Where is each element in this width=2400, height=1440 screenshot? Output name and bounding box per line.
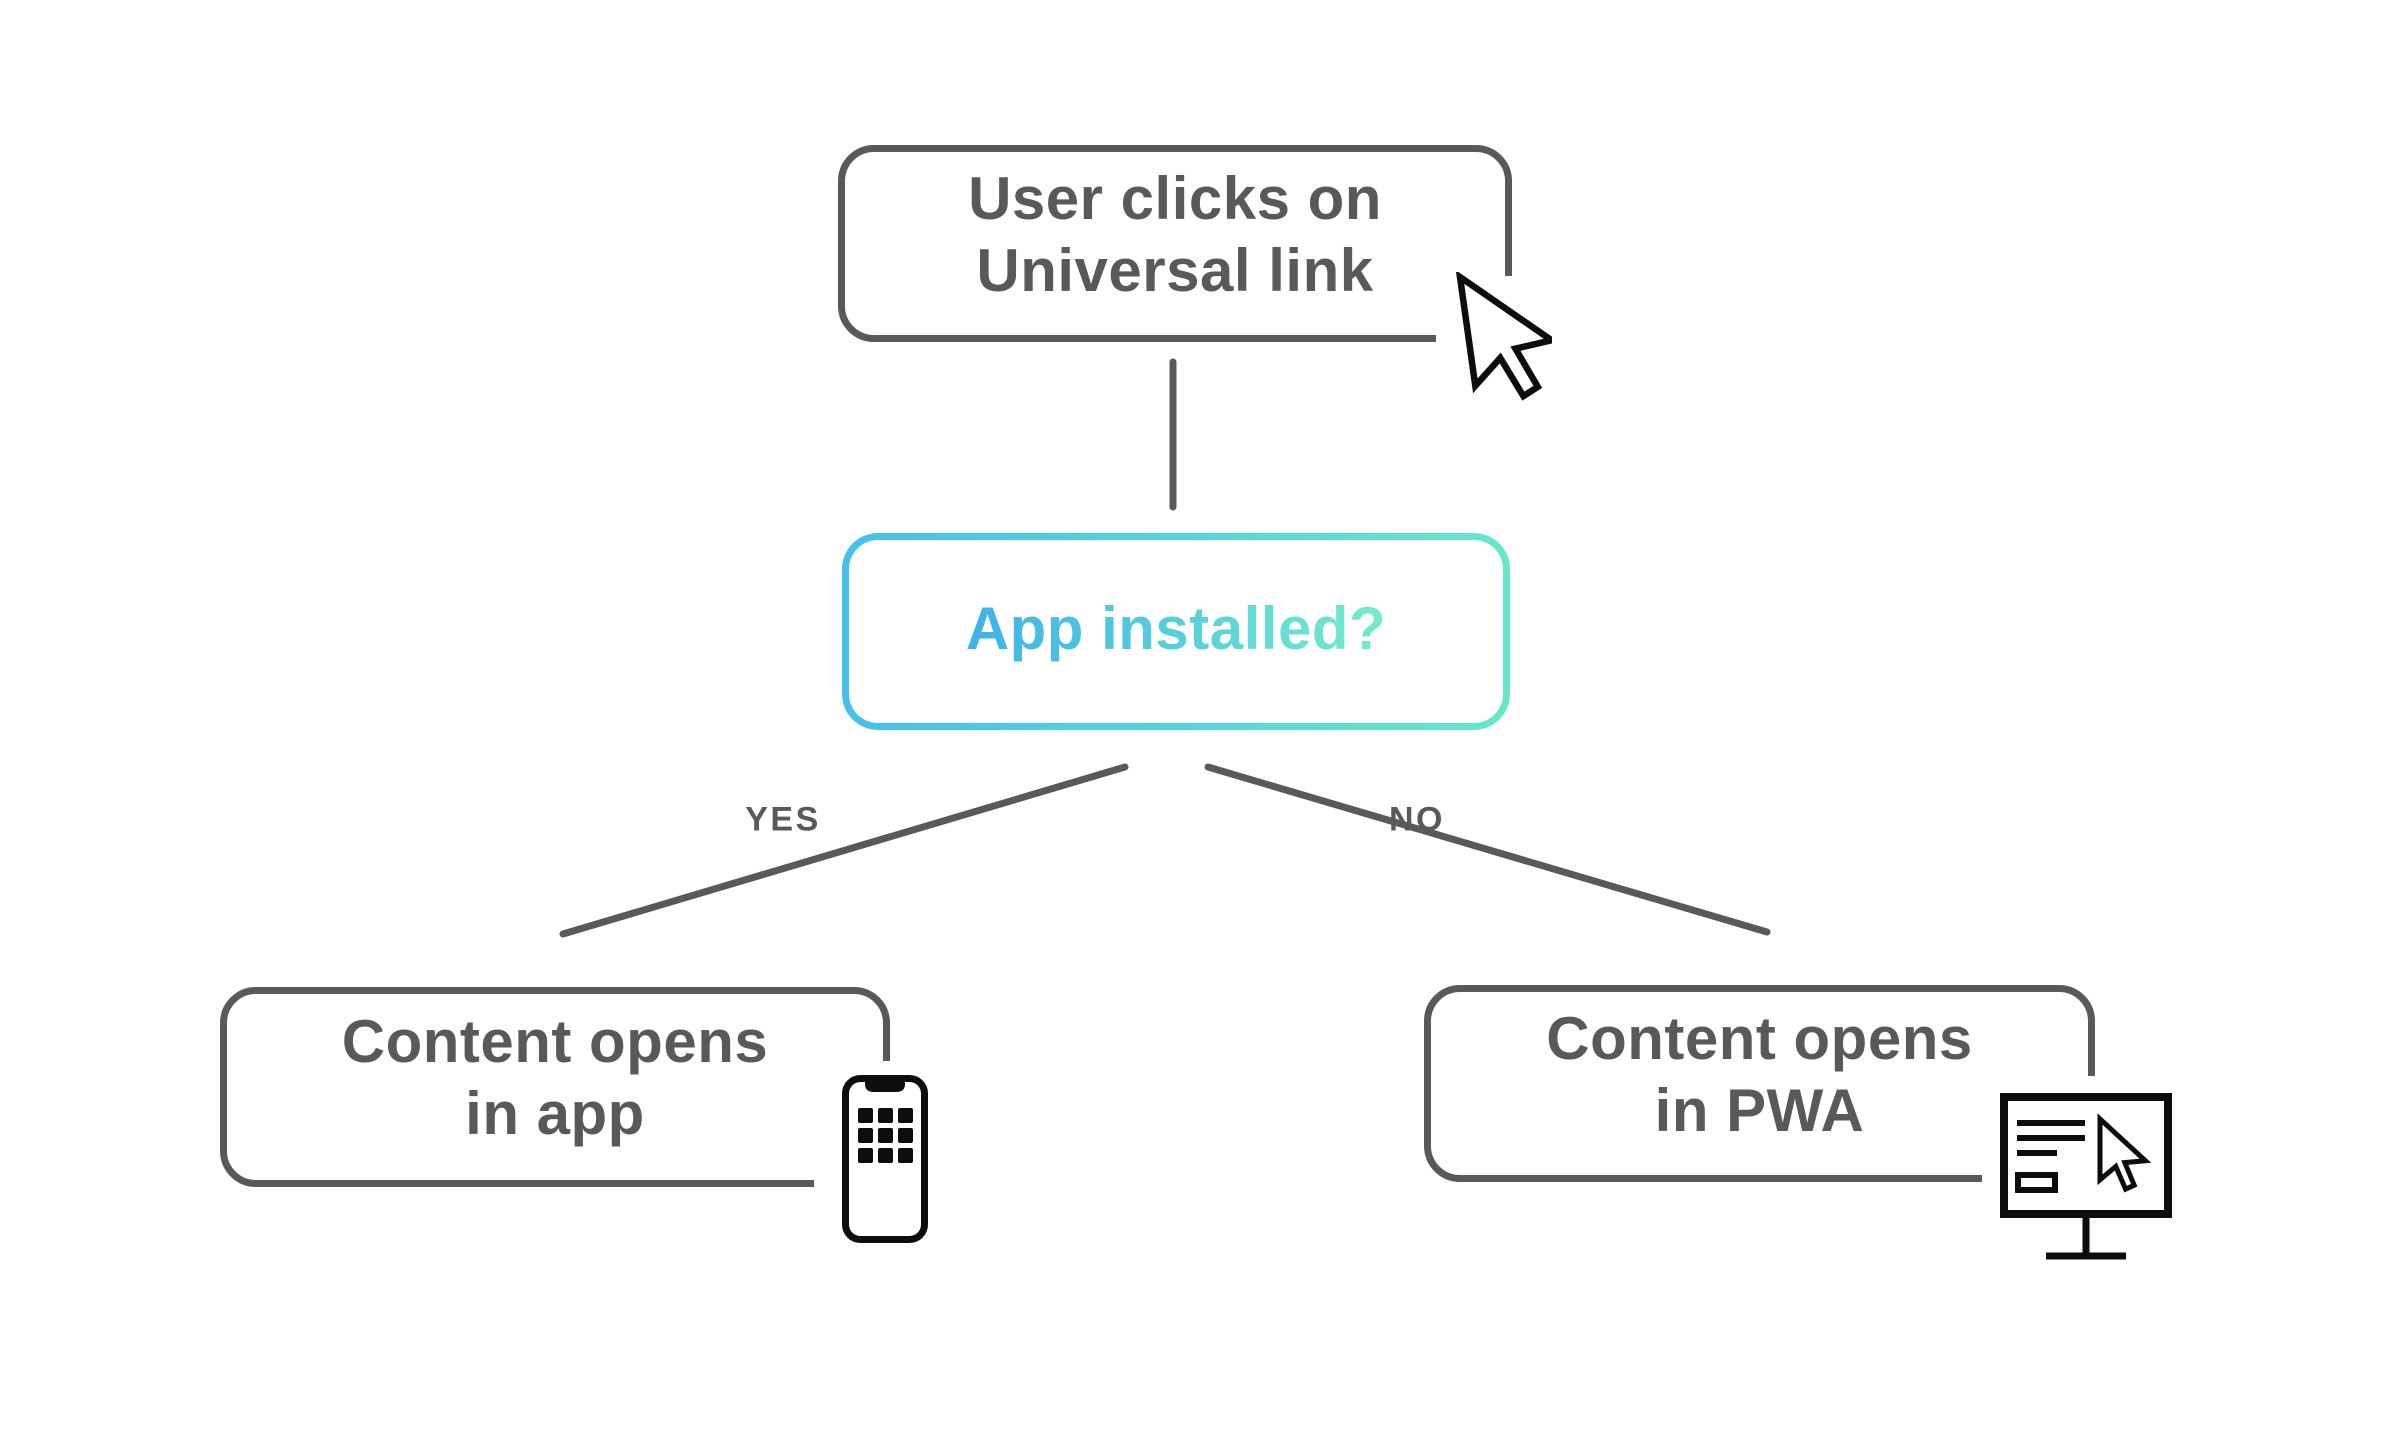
small-cursor-icon — [2097, 1113, 2152, 1193]
flow-node-outcome-pwa-line1: Content opens — [1546, 1004, 1973, 1072]
flow-node-decision: App installed? — [842, 533, 1510, 730]
flow-node-outcome-app-line1: Content opens — [341, 1008, 769, 1075]
edge-no-line — [1204, 763, 1771, 936]
border-gap-patch — [814, 1174, 846, 1200]
flow-node-outcome-pwa-line2: in PWA — [1654, 1076, 1865, 1144]
smartphone-icon — [842, 1075, 928, 1243]
mouse-cursor-icon — [1455, 272, 1552, 401]
flow-node-start-line1: User clicks on — [968, 164, 1382, 232]
flow-node-outcome-pwa: Content opens in PWA — [1424, 985, 2095, 1182]
edge-yes-line — [559, 763, 1129, 938]
app-grid-icon — [858, 1108, 913, 1163]
flow-node-outcome-app-line2: in app — [465, 1080, 645, 1147]
page-text-lines-icon — [2015, 1120, 2085, 1193]
border-gap-patch — [1982, 1170, 2002, 1196]
edge-label-yes: YES — [745, 800, 821, 839]
edge-label-no: NO — [1389, 800, 1445, 839]
flow-node-outcome-app: Content opens in app — [220, 987, 890, 1187]
flow-node-start-line2: Universal link — [976, 236, 1374, 304]
monitor-cursor-icon — [2000, 1093, 2172, 1260]
flow-node-start: User clicks on Universal link — [838, 145, 1512, 342]
border-gap-patch — [2080, 1076, 2110, 1094]
flow-node-decision-label: App installed? — [966, 593, 1386, 665]
